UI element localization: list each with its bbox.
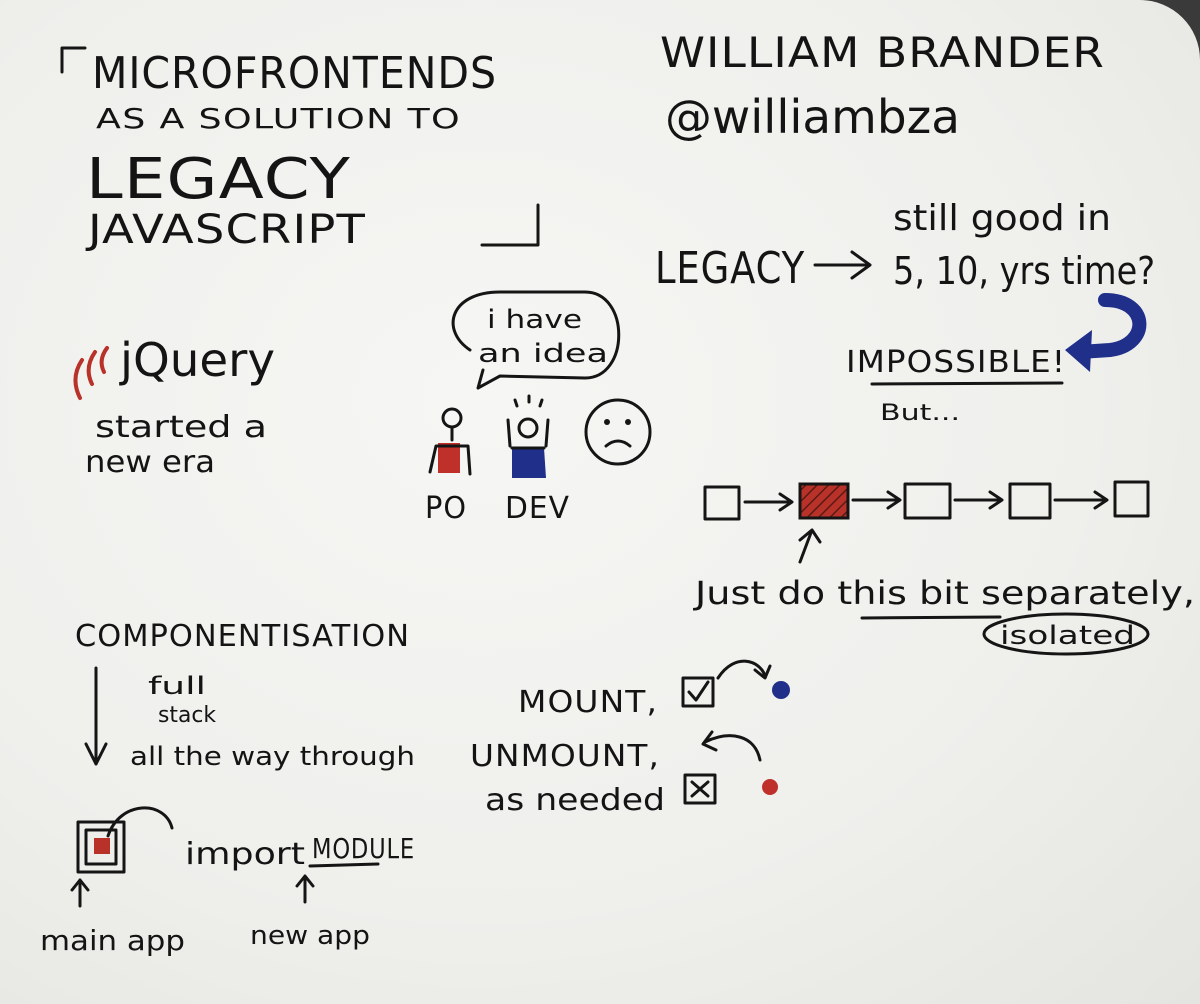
legacy-label: LEGACY [655,243,805,294]
jquery-line-1: started a [95,410,267,445]
chain-box [1113,480,1150,518]
isolated-text: isolated [1000,621,1135,651]
instruction-text: Just do this bit separately, [693,574,1195,612]
title-legacy: LEGACY [86,147,351,212]
as-needed-text: as needed [485,783,665,818]
componentisation-line-3: all the way through [130,742,415,772]
arrow-up-icon [798,528,822,564]
main-app-label: main app [40,924,185,957]
x-mark-icon [690,780,710,798]
impossible-underline [870,381,1064,386]
po-label: PO [425,491,467,526]
arrow-down-icon [84,666,108,766]
jquery-logo-text: jQuery [119,333,275,387]
speech-bubble [451,290,621,390]
question-line-2: 5, 10, yrs time? [893,249,1155,293]
speech-line-1: i have [487,305,582,335]
chain-box-highlighted [798,482,850,520]
module-underline [308,862,380,868]
blue-arrowhead-icon [1065,330,1092,372]
componentisation-heading: COMPONENTISATION [75,619,410,654]
dev-figure-icon [506,394,550,478]
dev-label: DEV [505,491,570,526]
main-app-box-icon [76,806,174,874]
instruction-underline [860,615,1002,620]
chain-box [903,482,952,520]
mount-text: MOUNT, [518,685,658,720]
import-word: import [185,837,305,872]
author-name: WILLIAM BRANDER [660,28,1105,77]
new-app-label: new app [250,921,370,951]
unmount-text: UNMOUNT, [470,739,660,774]
blue-curved-arrow-icon [1073,293,1147,359]
isolated-ellipse [982,612,1150,656]
x-box-icon [683,773,717,805]
checkmark-icon [687,680,710,702]
arrow-up-icon [295,874,315,904]
question-line-1: still good in [893,198,1111,239]
jquery-sound-waves-icon [73,346,109,400]
title-javascript: JAVASCRIPT [85,207,366,253]
chain-box [1008,482,1052,520]
author-handle: @williambza [665,90,960,144]
impossible-text: IMPOSSIBLE! [846,345,1066,380]
box-chain-diagram [703,480,1150,564]
corner-bracket-top-left [60,46,87,74]
po-figure-icon [428,407,472,476]
sad-face-icon [584,398,652,466]
componentisation-line-2: stack [158,703,216,728]
curved-arrow-back-icon [701,730,762,762]
title-subtitle: AS A SOLUTION TO [96,102,461,135]
arrow-right-icon [813,250,872,280]
jquery-line-2: new era [85,445,215,480]
but-text: But... [880,401,960,426]
arrow-up-icon [70,878,90,908]
checked-box-icon [681,676,715,708]
curved-arrow-icon [716,659,772,680]
title-microfrontends: MICROFRONTENDS [92,48,497,99]
module-word: MODULE [312,832,415,865]
red-dot-icon [762,779,778,795]
arrow-right-icon [743,492,794,512]
speech-line-2: an idea [478,339,608,369]
blue-dot-icon [772,681,790,699]
chain-box [703,485,741,521]
arrow-right-icon [953,490,1004,510]
arrow-right-icon [1053,490,1109,510]
componentisation-line-1: full [148,672,206,700]
corner-bracket-bottom-right [480,203,540,247]
arrow-right-icon [851,490,902,510]
